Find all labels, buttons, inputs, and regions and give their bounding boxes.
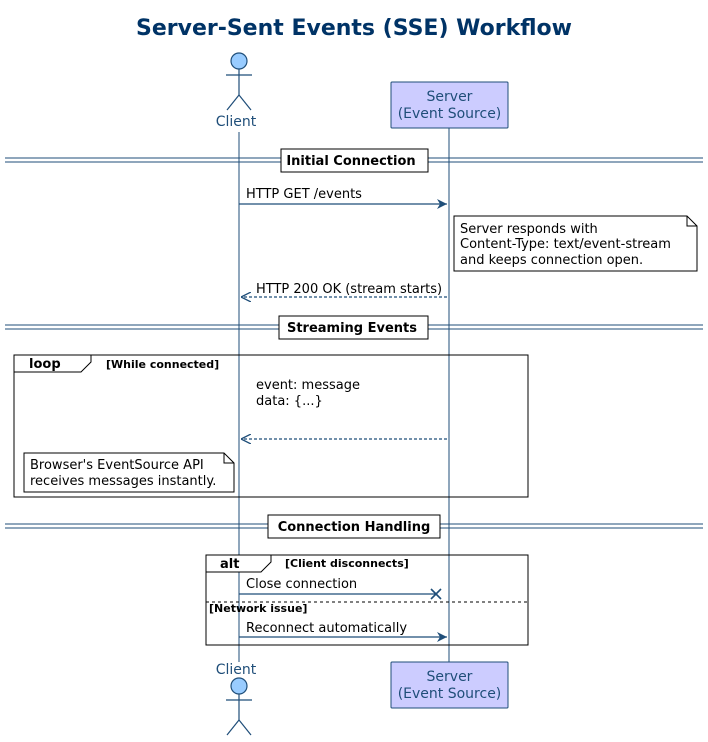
server-participant-top: Server (Event Source) <box>390 81 509 129</box>
message-label: Close connection <box>246 577 357 592</box>
note-line: Server responds with <box>460 222 598 237</box>
message-label-line1: event: message <box>256 378 360 393</box>
alt-keyword: alt <box>220 557 239 572</box>
server-participant-bottom: Server (Event Source) <box>390 661 509 709</box>
note-browser-eventsource: Browser's EventSource API receives messa… <box>23 452 235 493</box>
alt-frame: alt [Client disconnects] [Network issue] <box>205 554 529 646</box>
server-label-top-line1: Server <box>427 89 473 105</box>
client-label-bottom: Client <box>216 662 257 678</box>
loop-frame: loop [While connected] <box>13 354 529 498</box>
message-label: HTTP 200 OK (stream starts) <box>256 282 442 297</box>
client-label-top: Client <box>216 114 257 130</box>
divider-connection-handling: Connection Handling <box>5 514 703 539</box>
divider-label: Connection Handling <box>278 520 431 535</box>
loop-guard: [While connected] <box>106 358 219 371</box>
divider-streaming-events: Streaming Events <box>5 315 703 340</box>
client-actor-top: Client <box>216 52 257 130</box>
alt-else-guard: [Network issue] <box>209 602 307 615</box>
message-http-200: HTTP 200 OK (stream starts) <box>241 282 447 297</box>
note-line: Browser's EventSource API <box>30 458 204 473</box>
message-http-get: HTTP GET /events <box>239 187 447 209</box>
divider-initial-connection: Initial Connection <box>5 148 703 173</box>
diagram-title: Server-Sent Events (SSE) Workflow <box>136 16 572 41</box>
loop-keyword: loop <box>29 357 61 372</box>
message-event: event: message data: {...} <box>241 378 447 439</box>
actor-head-icon <box>230 52 248 70</box>
server-label-bottom-line1: Server <box>427 669 473 685</box>
note-server-response: Server responds with Content-Type: text/… <box>453 215 698 272</box>
message-label-line2: data: {...} <box>256 394 323 409</box>
server-label-top-line2: (Event Source) <box>398 106 502 122</box>
note-line: Content-Type: text/event-stream <box>460 237 671 252</box>
message-reconnect: Reconnect automatically <box>239 621 447 642</box>
divider-label: Streaming Events <box>287 321 417 336</box>
client-actor-bottom: Client <box>216 662 257 736</box>
alt-guard: [Client disconnects] <box>285 557 409 570</box>
divider-label: Initial Connection <box>286 154 415 169</box>
message-close-connection: Close connection <box>239 577 442 600</box>
server-label-bottom-line2: (Event Source) <box>398 686 502 702</box>
note-line: and keeps connection open. <box>460 253 643 268</box>
actor-head-icon <box>230 677 248 695</box>
message-label: HTTP GET /events <box>246 187 362 202</box>
message-label: Reconnect automatically <box>246 621 407 636</box>
note-line: receives messages instantly. <box>30 474 216 489</box>
